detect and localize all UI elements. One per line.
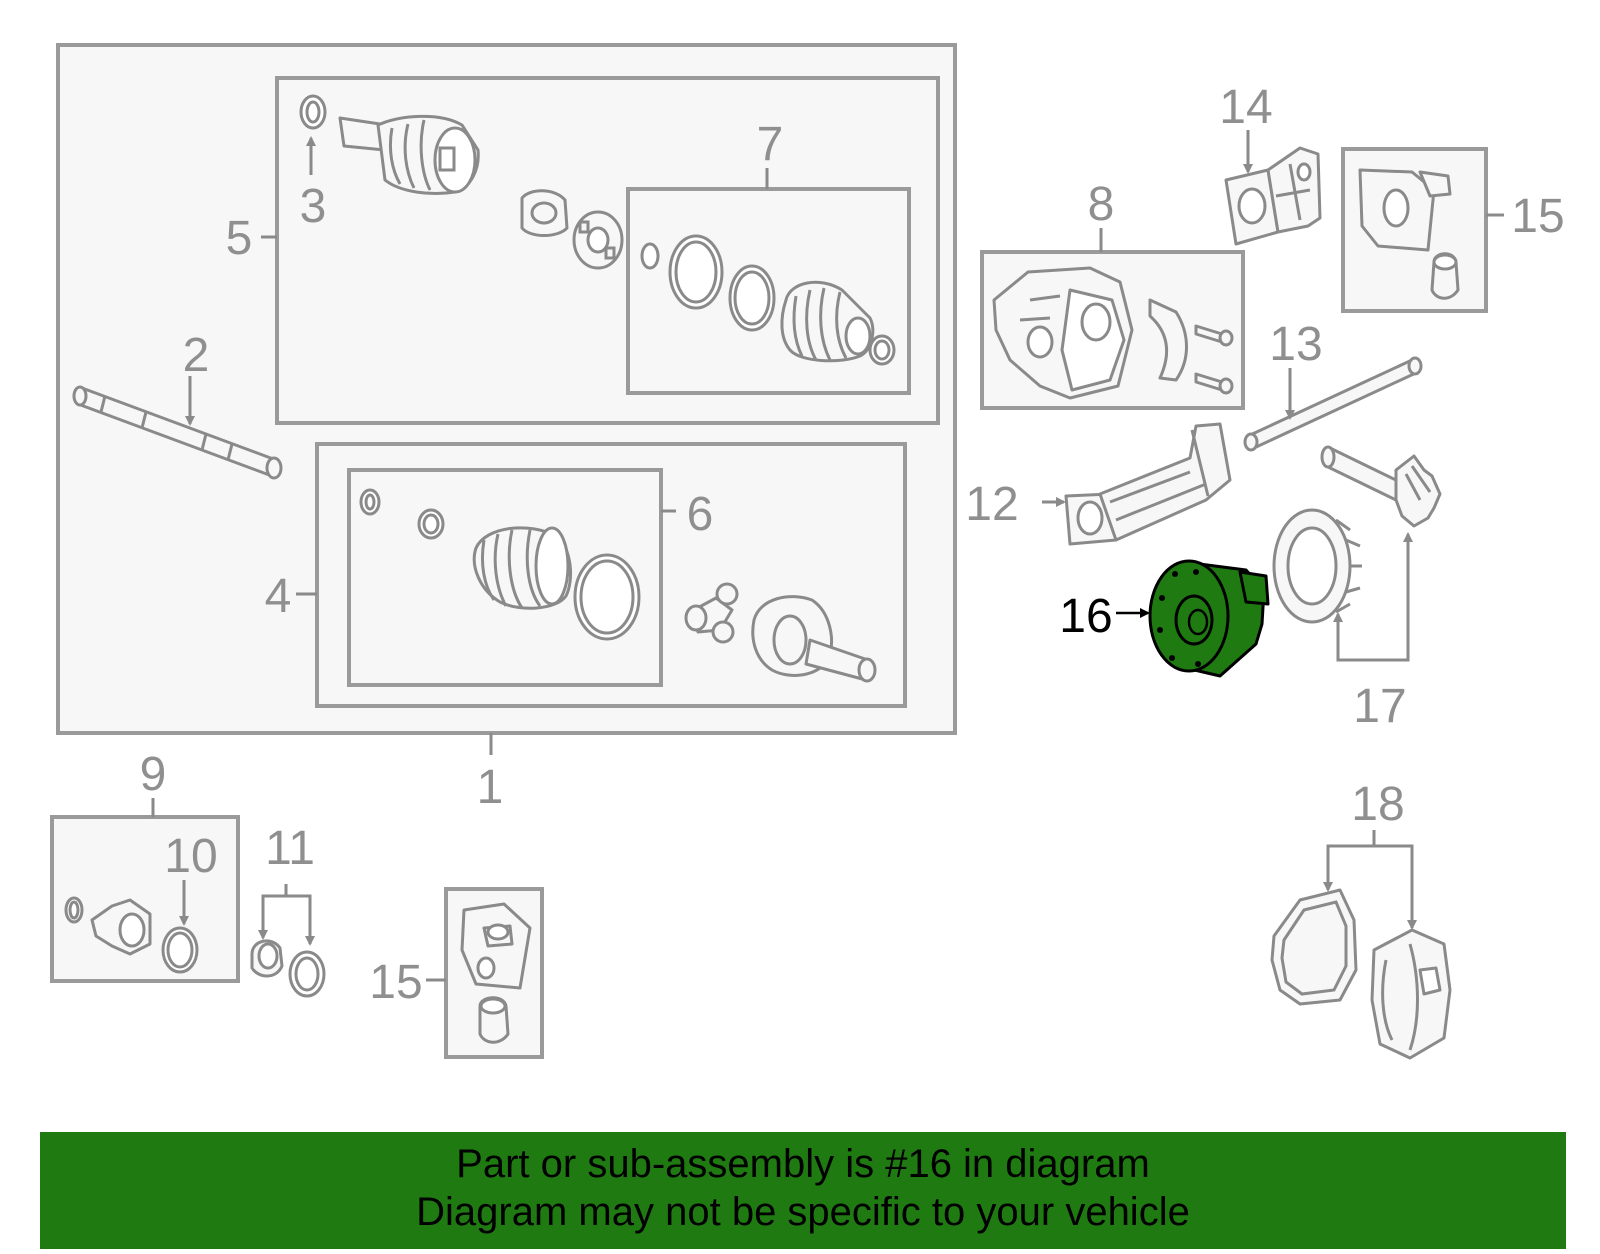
info-banner: Part or sub-assembly is #16 in diagram D… (40, 1132, 1566, 1249)
callout-6: 6 (687, 488, 714, 541)
callout-1: 1 (477, 761, 504, 814)
callout-2: 2 (183, 329, 210, 382)
callout-12: 12 (965, 478, 1018, 531)
part-13-axle-shaft (1243, 356, 1423, 452)
callout-18: 18 (1351, 778, 1404, 831)
box-outer-joint-5 (275, 76, 940, 425)
box-inner-boot-kit-6 (347, 468, 877, 687)
callout-8: 8 (1088, 178, 1115, 231)
box-bearing-assembly-9 (50, 798, 240, 983)
callout-5: 5 (226, 212, 253, 265)
part-11-bearings (250, 884, 326, 998)
part-14-mount-bracket (1224, 130, 1322, 246)
callout-10: 10 (164, 830, 217, 883)
callout-9: 9 (140, 748, 167, 801)
callout-labels: 1 2 3 4 5 6 7 8 9 10 11 12 13 14 15 15 1… (140, 81, 1565, 1009)
part-16-differential-case (1116, 559, 1270, 678)
callout-14: 14 (1219, 81, 1272, 134)
box-mount-15-right (1341, 147, 1504, 313)
box-carrier-housing-8 (980, 228, 1245, 410)
callout-3: 3 (300, 180, 327, 233)
group-1-leaders (261, 168, 769, 755)
part-12-carrier-tube (1042, 422, 1232, 546)
banner-line-1: Part or sub-assembly is #16 in diagram (456, 1142, 1150, 1186)
callout-15-right: 15 (1511, 190, 1564, 243)
callout-15-lower: 15 (369, 956, 422, 1009)
box-mount-15-lower (426, 887, 544, 1059)
callout-13: 13 (1269, 318, 1322, 371)
part-18-gasket-and-cover (1270, 830, 1452, 1060)
callout-7: 7 (757, 118, 784, 171)
part-2-intermediate-shaft (72, 376, 283, 480)
box-boot-kit-7 (626, 187, 911, 395)
callout-4: 4 (265, 570, 292, 623)
part-17-ring-and-pinion (1272, 445, 1442, 662)
banner-line-2: Diagram may not be specific to your vehi… (416, 1190, 1190, 1234)
callout-17: 17 (1353, 680, 1406, 733)
callout-11: 11 (265, 822, 315, 875)
callout-16: 16 (1059, 590, 1112, 643)
